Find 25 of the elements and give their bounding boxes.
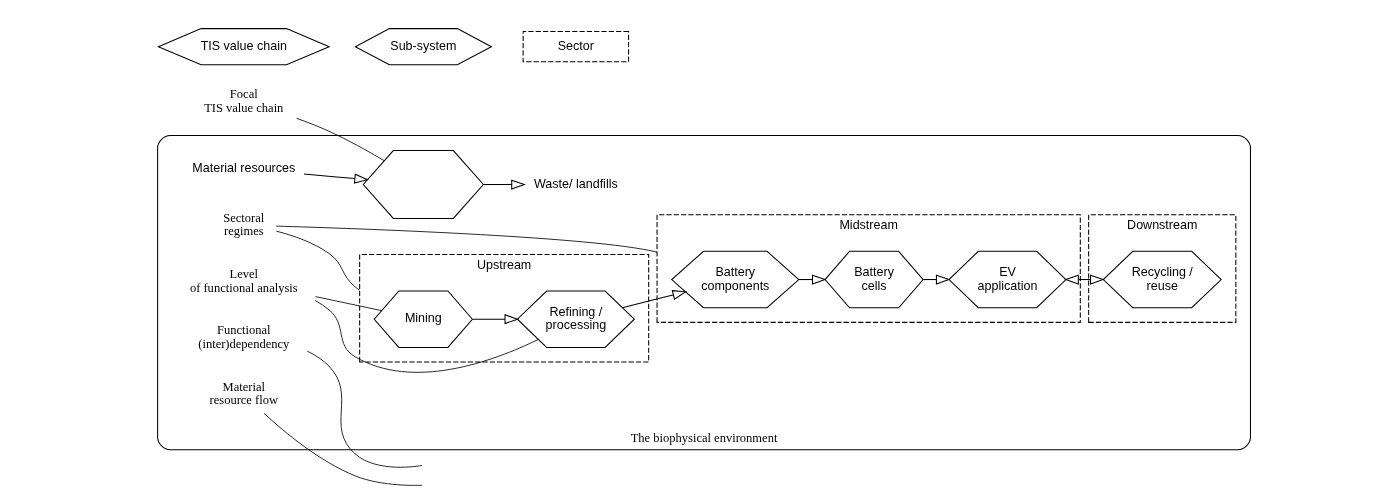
node-text: Material resources bbox=[192, 161, 296, 176]
connector bbox=[263, 412, 423, 486]
arrow bbox=[472, 314, 520, 325]
connector bbox=[296, 117, 385, 161]
connector bbox=[276, 230, 361, 291]
connector bbox=[314, 300, 539, 373]
connector bbox=[315, 296, 382, 311]
node-text: Functional (inter)dependency bbox=[198, 323, 290, 352]
arrow bbox=[1064, 274, 1105, 285]
arrow bbox=[922, 274, 951, 285]
connector bbox=[275, 225, 658, 253]
arrow bbox=[621, 290, 688, 309]
arrow bbox=[303, 173, 369, 184]
arrow bbox=[482, 179, 526, 190]
node-text: Material resource flow bbox=[209, 379, 279, 408]
connector bbox=[306, 350, 423, 468]
node-text: Waste/ landfills bbox=[534, 176, 618, 191]
node-hexagon bbox=[362, 150, 485, 219]
arrow bbox=[798, 274, 827, 285]
node-text: Sectoral regimes bbox=[223, 210, 265, 239]
legend-label: Sub-system bbox=[390, 38, 457, 53]
node-text: Focal TIS value chain bbox=[204, 87, 284, 116]
legend-label: Sector bbox=[557, 38, 594, 53]
legend-label: TIS value chain bbox=[200, 38, 287, 53]
node-text: Level of functional analysis bbox=[189, 267, 298, 295]
